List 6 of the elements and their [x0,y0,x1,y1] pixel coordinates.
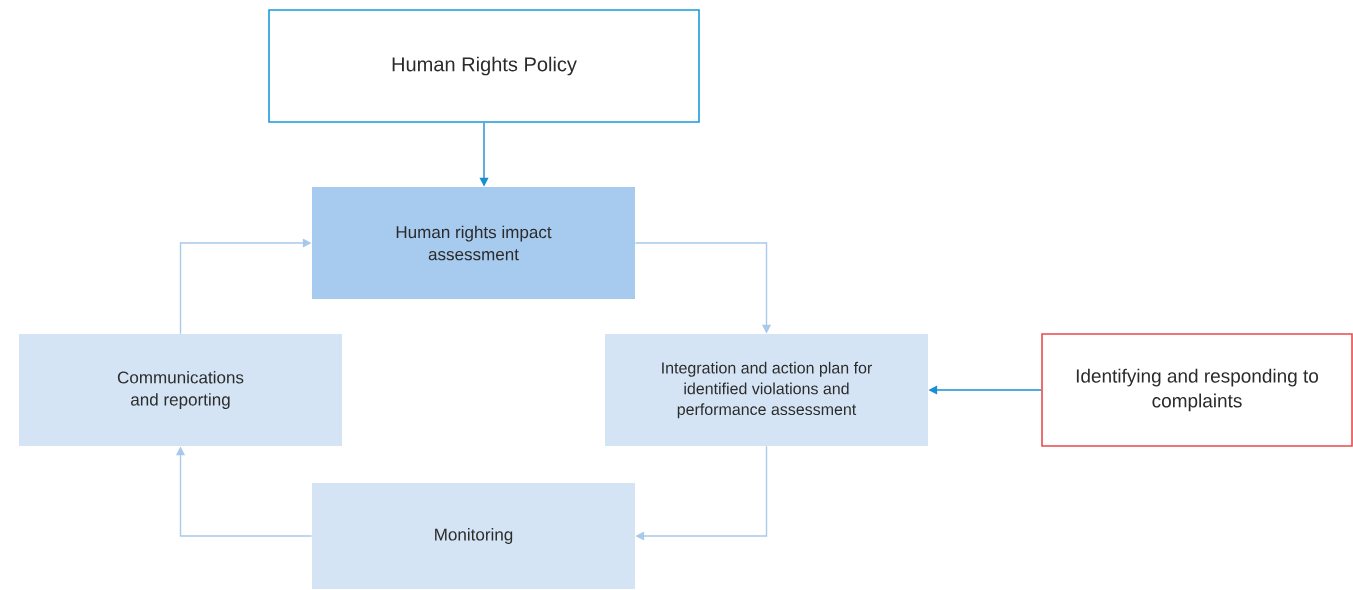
process-box: Communications and reporting [19,334,342,446]
process-box: Integration and action plan for identified violations and performance assessment [605,334,928,446]
process-box: Monitoring [312,483,635,589]
complaints-box: Identifying and responding to complaints [1041,333,1353,447]
policy-box: Human Rights Policy [268,9,700,123]
process-box: Human rights impact assessment [312,187,635,299]
